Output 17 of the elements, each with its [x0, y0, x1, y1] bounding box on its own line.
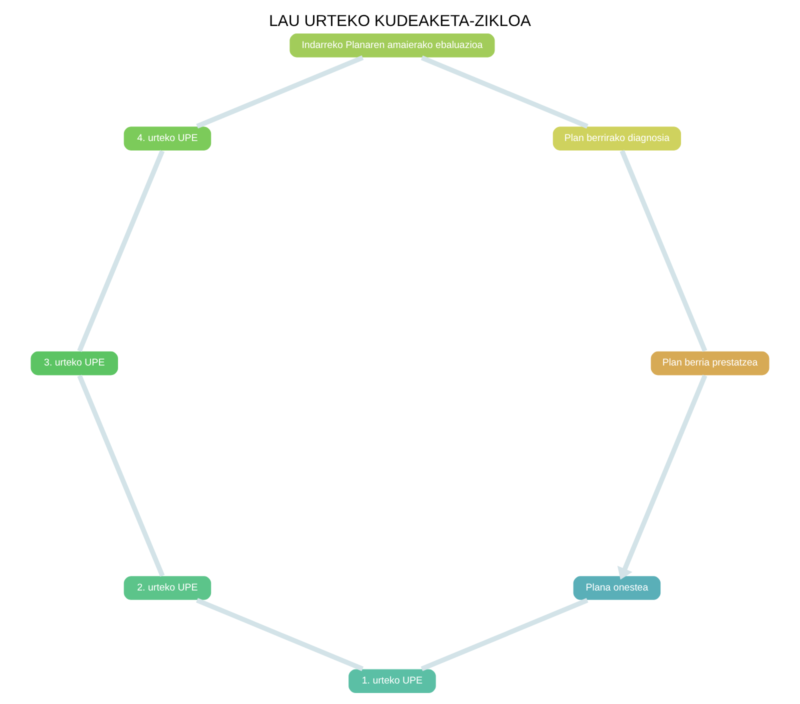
connector: [196, 598, 364, 672]
diagram-title: LAU URTEKO KUDEAKETA-ZIKLOA: [268, 12, 532, 30]
node-box: 3. urteko UPE: [30, 350, 119, 376]
connector: [77, 374, 165, 577]
connector: [196, 55, 364, 129]
connector: [77, 150, 165, 352]
connector: [420, 55, 588, 129]
node-box: Plan berrirako diagnosia: [552, 126, 682, 152]
arrow: [617, 374, 708, 580]
node-box: 4. urteko UPE: [123, 126, 212, 152]
connector: [620, 150, 708, 352]
node-box: 2. urteko UPE: [123, 576, 212, 601]
node-box: Indarreko Planaren amaierako ebaluazioa: [289, 32, 496, 58]
connector: [420, 598, 588, 672]
node-box: Plana onestea: [572, 576, 662, 601]
node-box: 1. urteko UPE: [348, 668, 436, 694]
node-box: Plan berria prestatzea: [650, 350, 770, 376]
